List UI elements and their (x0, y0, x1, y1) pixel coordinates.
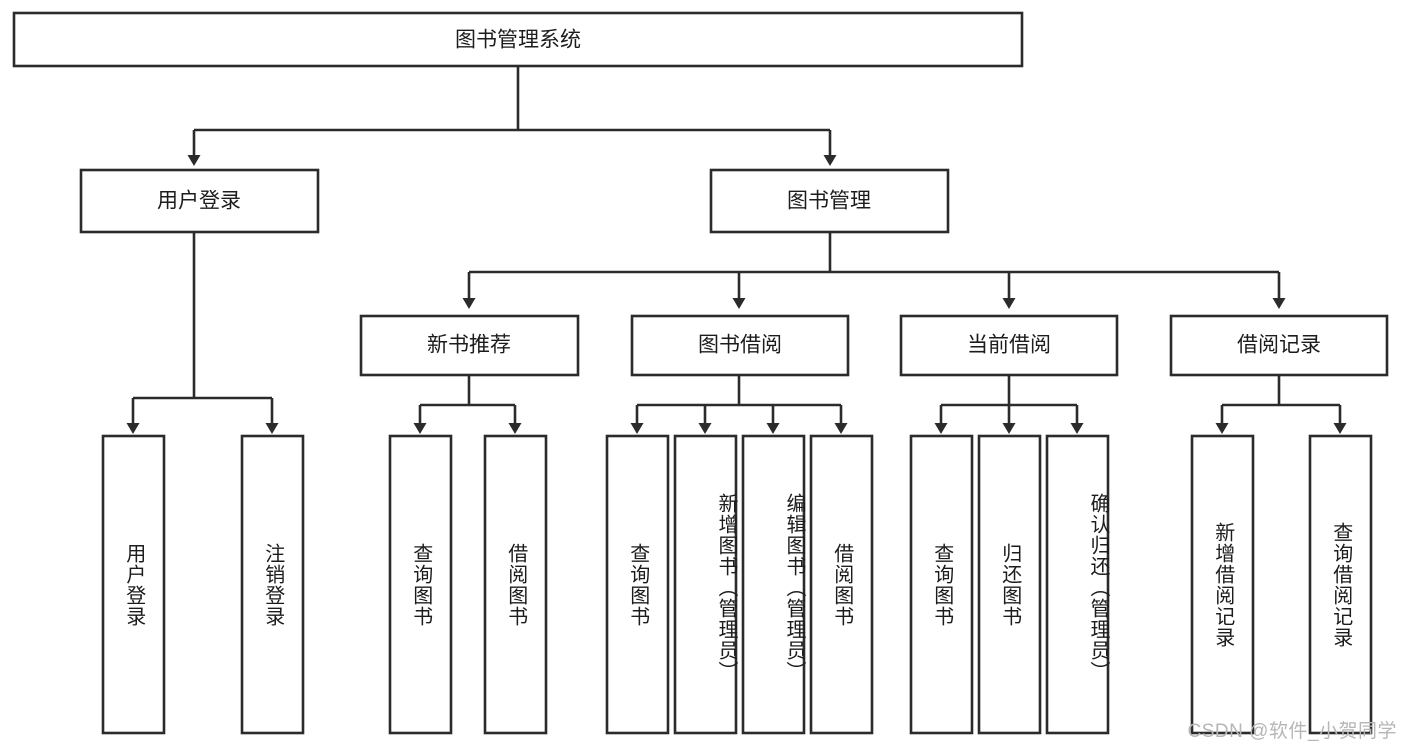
watermark-text: CSDN @软件_小贺同学 (1187, 721, 1397, 742)
node-new-book-recommend-label: 新书推荐 (427, 334, 511, 357)
node-leaf-confirm-return-box[interactable] (1045, 434, 1110, 735)
node-current-borrow[interactable]: 当前借阅 (899, 314, 1119, 377)
node-leaf-add-book-box[interactable] (673, 434, 738, 735)
node-leaf-query-book-2-box[interactable] (605, 434, 670, 735)
node-leaf-edit-book-box[interactable] (741, 434, 806, 735)
node-borrow-record[interactable]: 借阅记录 (1169, 314, 1389, 377)
node-new-book-recommend-box[interactable] (359, 314, 580, 377)
node-user-login-label: 用户登录 (157, 190, 241, 213)
leaf-node-group (101, 434, 1373, 735)
node-user-login[interactable]: 用户登录 (79, 168, 320, 234)
node-user-login-box[interactable] (79, 168, 320, 234)
node-book-borrow-box[interactable] (630, 314, 850, 377)
node-leaf-user-login-box[interactable] (101, 434, 166, 735)
node-new-book-recommend[interactable]: 新书推荐 (359, 314, 580, 377)
node-root-label: 图书管理系统 (455, 29, 581, 52)
node-borrow-record-box[interactable] (1169, 314, 1389, 377)
connector-group-current-borrow (934, 375, 1084, 434)
node-book-manage[interactable]: 图书管理 (709, 168, 950, 234)
connector-group-borrow-record (1215, 375, 1347, 434)
node-leaf-query-book-3-box[interactable] (909, 434, 974, 735)
node-leaf-add-record-box[interactable] (1190, 434, 1255, 735)
node-book-manage-label: 图书管理 (787, 190, 871, 213)
node-book-borrow[interactable]: 图书借阅 (630, 314, 850, 377)
node-current-borrow-box[interactable] (899, 314, 1119, 377)
node-leaf-query-record-box[interactable] (1308, 434, 1373, 735)
node-current-borrow-label: 当前借阅 (967, 334, 1051, 357)
node-leaf-user-logout-box[interactable] (240, 434, 305, 735)
node-book-manage-box[interactable] (709, 168, 950, 234)
node-leaf-return-book-box[interactable] (977, 434, 1042, 735)
node-book-borrow-label: 图书借阅 (698, 334, 782, 357)
connector-group-user-login (126, 232, 279, 434)
node-leaf-borrow-book-2-box[interactable] (809, 434, 874, 735)
connector-group-book-borrow (630, 375, 848, 434)
node-borrow-record-label: 借阅记录 (1237, 334, 1321, 357)
connector-group-book-manage (462, 232, 1286, 309)
node-root[interactable]: 图书管理系统 (12, 11, 1024, 68)
node-leaf-query-book-1-box[interactable] (388, 434, 453, 735)
node-root-box[interactable] (12, 11, 1024, 68)
node-leaf-borrow-book-1-box[interactable] (483, 434, 548, 735)
connector-group-root-to-level1 (187, 66, 837, 166)
connector-group-new-book-recommend (413, 375, 522, 434)
